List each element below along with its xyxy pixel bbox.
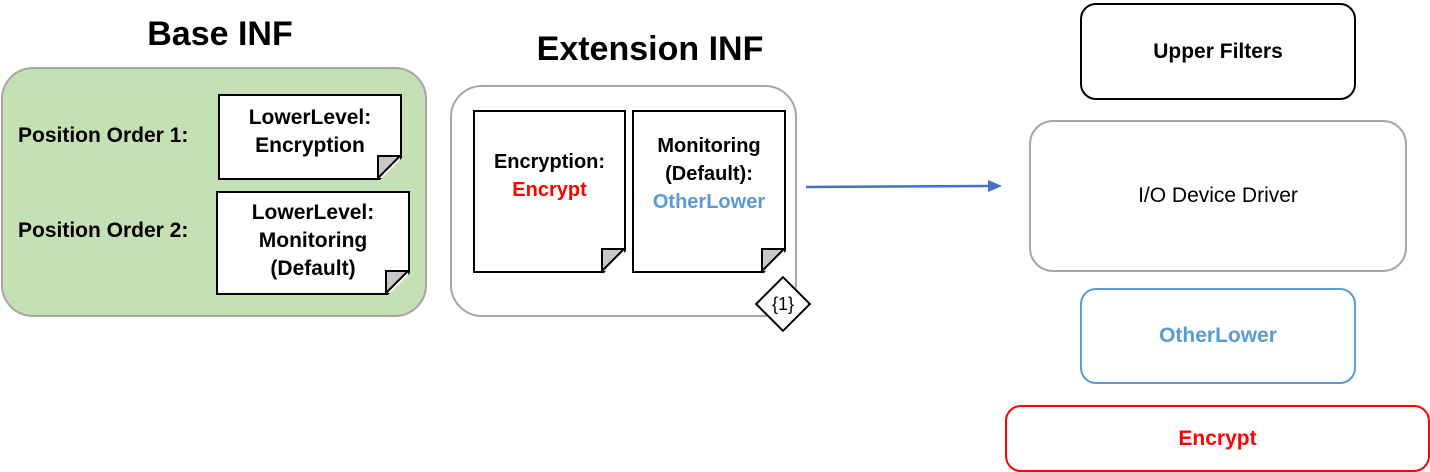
- note-line: (Default):: [665, 163, 753, 185]
- page-fold-icon: [600, 247, 626, 273]
- other-lower-value: OtherLower: [652, 191, 766, 213]
- footnote-badge-label: {1}: [771, 294, 795, 314]
- base-inf-note-monitoring: LowerLevel: Monitoring (Default): [216, 191, 410, 295]
- position-order-2-label: Position Order 2:: [18, 219, 189, 242]
- flow-arrow: [805, 180, 1002, 192]
- extension-inf-note-monitoring: Monitoring (Default): OtherLower: [632, 110, 786, 273]
- base-inf-note-encryption: LowerLevel: Encryption: [218, 94, 402, 180]
- page-fold-icon: [760, 247, 786, 273]
- page-fold-icon: [376, 154, 402, 180]
- note-line: Encryption: [255, 134, 365, 157]
- note-line: Monitoring: [657, 135, 761, 157]
- encrypt-box: Encrypt: [1005, 405, 1430, 472]
- io-device-driver-box: I/O Device Driver: [1029, 120, 1407, 272]
- extension-inf-title: Extension INF: [536, 30, 764, 68]
- note-line: LowerLevel:: [251, 201, 375, 224]
- encrypt-value: Encrypt: [512, 179, 587, 201]
- upper-filters-box: Upper Filters: [1080, 3, 1356, 100]
- page-fold-icon: [384, 269, 410, 295]
- note-line: LowerLevel:: [248, 106, 372, 129]
- base-inf-title: Base INF: [147, 15, 293, 53]
- note-line: Monitoring: [258, 229, 368, 252]
- other-lower-box: OtherLower: [1080, 288, 1356, 384]
- position-order-1-label: Position Order 1:: [18, 124, 189, 147]
- extension-inf-note-encryption: Encryption: Encrypt: [473, 110, 626, 273]
- footnote-badge: {1}: [754, 275, 812, 333]
- note-line: Encryption:: [493, 151, 606, 173]
- note-line: (Default): [270, 257, 356, 280]
